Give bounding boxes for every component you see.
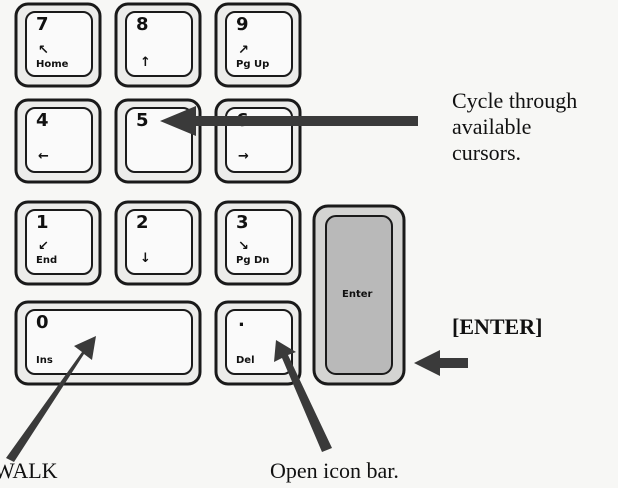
- arrow-up-left-icon: ↖: [38, 43, 49, 58]
- arrow-up-right-icon: ↗: [238, 43, 249, 58]
- callout-line-3: cursors.: [452, 140, 522, 165]
- arrow-to-key-0-icon: [6, 336, 96, 462]
- keypad-key-decimal: . Del: [214, 300, 302, 386]
- keypad-key-9: 9 ↗ Pg Up: [214, 2, 302, 88]
- arrow-to-enter-key-icon: [414, 350, 468, 376]
- keypad-key-2: 2 ↓: [114, 200, 202, 286]
- callout-line-1: Cycle through: [452, 88, 578, 113]
- key-7-sublabel: Home: [36, 59, 69, 70]
- arrow-down-left-icon: ↙: [38, 239, 49, 254]
- key-enter-label: Enter: [342, 289, 373, 300]
- arrow-left-icon: ←: [38, 149, 49, 164]
- key-0-sublabel: Ins: [36, 355, 53, 366]
- callout-line-2: available: [452, 114, 532, 139]
- key-0-digit: 0: [36, 312, 49, 333]
- enter-callout: [ENTER]: [452, 314, 543, 339]
- key-9-sublabel: Pg Up: [236, 59, 270, 70]
- keypad-key-1: 1 ↙ End: [14, 200, 102, 286]
- arrow-to-key-5-icon: [160, 106, 418, 136]
- key-3-digit: 3: [236, 212, 249, 233]
- keypad-key-4: 4 ←: [14, 98, 102, 184]
- arrow-down-icon: ↓: [140, 251, 151, 266]
- key-3-sublabel: Pg Dn: [236, 255, 270, 266]
- arrow-to-key-decimal-icon: [274, 340, 332, 452]
- walk-callout: WALK: [0, 458, 58, 483]
- keypad-key-3: 3 ↘ Pg Dn: [214, 200, 302, 286]
- key-1-digit: 1: [36, 212, 49, 233]
- arrow-up-icon: ↑: [140, 55, 151, 70]
- key-9-digit: 9: [236, 14, 249, 35]
- key-decimal-digit: .: [238, 310, 245, 331]
- key-7-digit: 7: [36, 14, 49, 35]
- cycle-cursors-callout: Cycle through available cursors.: [452, 88, 577, 166]
- key-5-digit: 5: [136, 110, 149, 131]
- keypad-key-8: 8 ↑: [114, 2, 202, 88]
- arrow-down-right-icon: ↘: [238, 239, 249, 254]
- key-decimal-sublabel: Del: [236, 355, 255, 366]
- open-icon-bar-callout: Open icon bar.: [270, 458, 399, 483]
- keypad-key-7: 7 ↖ Home: [14, 2, 102, 88]
- keypad-key-enter: Enter: [312, 204, 406, 386]
- key-1-sublabel: End: [36, 255, 58, 266]
- key-8-digit: 8: [136, 14, 149, 35]
- key-2-digit: 2: [136, 212, 149, 233]
- key-4-digit: 4: [36, 110, 49, 131]
- keypad-key-0: 0 Ins: [14, 300, 202, 386]
- arrow-right-icon: →: [238, 149, 249, 164]
